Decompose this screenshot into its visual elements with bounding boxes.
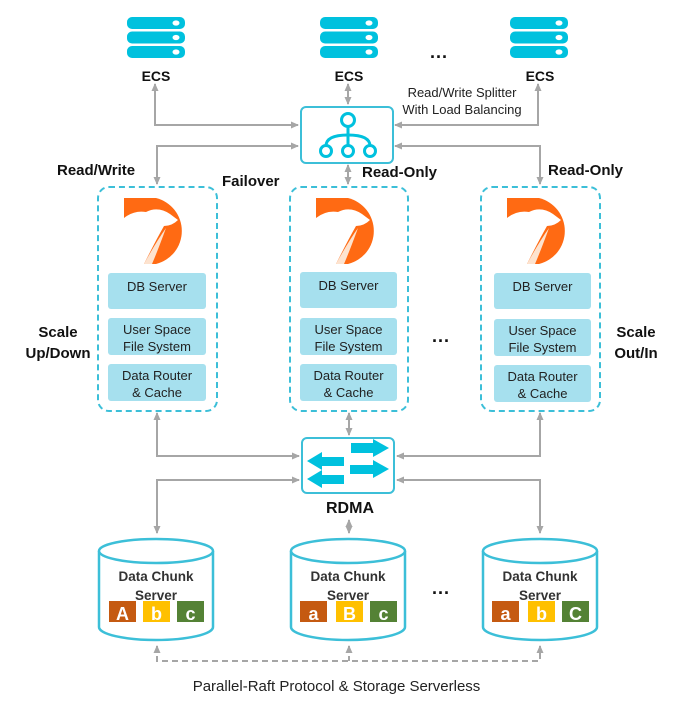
raft-link: [153, 645, 544, 662]
chunk-title-1: Data Chunk: [118, 569, 194, 584]
rdma-label: RDMA: [326, 500, 374, 517]
scale-left-line1: Scale: [38, 324, 78, 341]
usfs-text-2: File System: [508, 340, 577, 355]
wire-rdma-storage1: [153, 476, 300, 534]
scale-left-line2: Up/Down: [25, 345, 91, 362]
server-rack-icon: [320, 17, 378, 58]
router-text-2: & Cache: [132, 385, 182, 400]
chunk-c: C: [562, 601, 589, 622]
ecs-label: ECS: [525, 68, 555, 84]
splitter-label-line2: With Load Balancing: [402, 102, 522, 117]
ecs-node-1: [127, 17, 185, 63]
chunk-c: c: [370, 601, 397, 622]
data-chunk-server-2: Data Chunk Server a B c: [289, 537, 407, 643]
wire-db3-rdma: [396, 412, 544, 460]
data-chunk-server-3: Data Chunk Server a b C: [481, 537, 599, 643]
router-text-2: & Cache: [323, 385, 374, 400]
read-write-splitter: [300, 106, 394, 164]
read-only-label-1: Read-Only: [362, 164, 438, 181]
wire-ecs1-splitter: [151, 83, 299, 129]
scale-right-line2: Out/In: [614, 345, 658, 362]
db-server-text: DB Server: [127, 279, 187, 294]
ecs-label: ECS: [334, 68, 364, 84]
data-chunk-server-1: Data Chunk Server A b c: [97, 537, 215, 643]
chunk-title-1: Data Chunk: [502, 569, 578, 584]
chunk-server-title: Data Chunk Server: [481, 567, 599, 605]
db-server-layer: DB Server: [300, 272, 397, 308]
usfs-text-1: User Space: [123, 322, 191, 337]
db-node-replica-2: DB Server User Space File System Data Ro…: [480, 186, 601, 412]
ecs-ellipsis: ...: [430, 42, 449, 62]
db-server-layer: DB Server: [108, 273, 206, 309]
router-text-1: Data Router: [121, 368, 193, 383]
failover-label: Failover: [222, 173, 280, 190]
router-text-1: Data Router: [507, 369, 578, 384]
chunk-server-title: Data Chunk Server: [97, 567, 215, 605]
wire-splitter-db3: [394, 142, 544, 185]
scale-right-line1: Scale: [616, 324, 656, 341]
db-server-text: DB Server: [318, 278, 379, 293]
chunk-b: b: [528, 601, 555, 622]
chunk-a: A: [109, 601, 136, 622]
switch-arrows-icon: [307, 439, 389, 488]
wire-db1-rdma: [153, 412, 300, 460]
server-rack-icon: [510, 17, 568, 58]
splitter-label-line1: Read/Write Splitter: [407, 85, 517, 100]
db-node-primary: DB Server User Space File System Data Ro…: [97, 186, 218, 412]
data-router-cache-layer: Data Router & Cache: [300, 364, 397, 401]
usfs-text-1: User Space: [314, 322, 383, 337]
chunk-server-title: Data Chunk Server: [289, 567, 407, 605]
scale-up-down-label: Scale Up/Down: [22, 322, 94, 364]
user-space-fs-layer: User Space File System: [300, 318, 397, 355]
chunk-a: a: [492, 601, 519, 622]
chunk-b: b: [143, 601, 170, 622]
usfs-text-2: File System: [123, 339, 191, 354]
polardb-bear-logo: [316, 198, 374, 264]
wire-rdma-storage3: [396, 476, 544, 534]
ecs-label: ECS: [141, 68, 171, 84]
chunk-title-2: Server: [518, 588, 562, 603]
ecs-node-2: [320, 17, 378, 63]
rdma-switch: [301, 437, 395, 494]
storage-ellipsis: ...: [432, 578, 451, 598]
chunk-a: a: [300, 601, 327, 622]
splitter-label: Read/Write Splitter With Load Balancing: [392, 84, 532, 118]
chunk-title-2: Server: [134, 588, 178, 603]
chunk-b: B: [336, 601, 363, 622]
db-ellipsis: ...: [432, 326, 451, 346]
chunk-title-2: Server: [326, 588, 370, 603]
wire-ecs3-splitter: [394, 83, 542, 129]
polardb-bear-logo: [507, 198, 565, 264]
chunk-c: c: [177, 601, 204, 622]
usfs-text-2: File System: [314, 339, 383, 354]
db-server-text: DB Server: [512, 279, 573, 294]
router-text-2: & Cache: [517, 386, 568, 401]
user-space-fs-layer: User Space File System: [494, 319, 591, 356]
server-rack-icon: [127, 17, 185, 58]
user-space-fs-layer: User Space File System: [108, 318, 206, 355]
hierarchy-network-icon: [319, 112, 377, 158]
db-server-layer: DB Server: [494, 273, 591, 309]
scale-out-in-label: Scale Out/In: [606, 322, 666, 364]
footer-caption: Parallel-Raft Protocol & Storage Serverl…: [192, 678, 481, 695]
ecs-node-3: [510, 17, 568, 63]
usfs-text-1: User Space: [508, 323, 577, 338]
polardb-bear-logo: [124, 198, 182, 264]
chunk-title-1: Data Chunk: [310, 569, 386, 584]
db-node-replica-1: DB Server User Space File System Data Ro…: [289, 186, 409, 412]
router-text-1: Data Router: [313, 368, 384, 383]
read-only-label-2: Read-Only: [548, 162, 624, 179]
read-write-label: Read/Write: [57, 162, 136, 179]
data-router-cache-layer: Data Router & Cache: [494, 365, 591, 402]
wire-splitter-db1: [153, 142, 299, 185]
data-router-cache-layer: Data Router & Cache: [108, 364, 206, 401]
